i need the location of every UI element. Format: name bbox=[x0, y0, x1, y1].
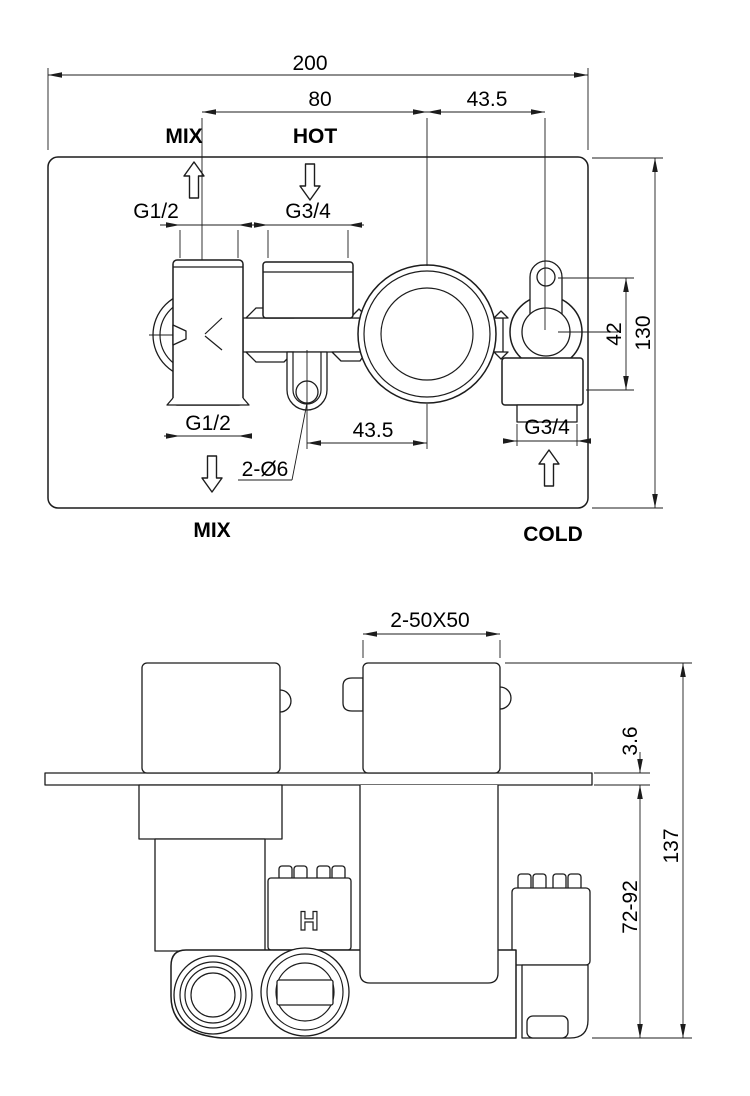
mounting-hole-top bbox=[536, 267, 556, 287]
side-view: H 2-50X50 3.6 bbox=[44, 609, 692, 1039]
cold-connection-block bbox=[511, 873, 591, 966]
wall-plate-side bbox=[44, 772, 593, 786]
body-foot-tab bbox=[526, 1015, 569, 1039]
dim-g12-top: G1/2 bbox=[133, 200, 252, 258]
hot-inlet-port bbox=[262, 261, 354, 319]
hot-flow-arrow-down bbox=[299, 163, 321, 201]
handle-stem-outer bbox=[138, 784, 283, 840]
dim-mounting-holes: 2-Ø6 bbox=[238, 402, 308, 481]
dim-130-label: 130 bbox=[632, 315, 655, 350]
dim-trim-plates: 2-50X50 bbox=[362, 609, 501, 658]
hot-marker-letter: H bbox=[299, 906, 319, 936]
mounting-ear-top bbox=[529, 260, 563, 321]
cold-port-stub bbox=[516, 404, 578, 423]
cold-flow-arrow-up bbox=[538, 449, 560, 487]
mix-port-end bbox=[173, 955, 253, 1035]
spindle-slot bbox=[276, 979, 334, 1006]
mix-outlet-block bbox=[166, 259, 250, 406]
dim-43-5-bottom-label: 43.5 bbox=[353, 419, 394, 442]
valve-body-side: H bbox=[138, 784, 591, 1039]
g34-bottom-label: G3/4 bbox=[524, 416, 570, 439]
hot-label: HOT bbox=[293, 125, 338, 148]
mix-top-label: MIX bbox=[165, 125, 202, 148]
dim-outlet-to-cartridge: 80 43.5 bbox=[201, 88, 546, 330]
dim-depth-range: 72-92 bbox=[592, 785, 692, 1039]
mix-bottom-label: MIX bbox=[193, 519, 230, 542]
dim-overall-width-label: 200 bbox=[292, 52, 327, 75]
right-box-detent bbox=[499, 686, 512, 710]
g12-top-label: G1/2 bbox=[133, 200, 179, 223]
dim-overall-width: 200 bbox=[47, 52, 589, 150]
dim-43-5-top-label: 43.5 bbox=[467, 88, 508, 111]
dim-g34-bottom: G3/4 bbox=[503, 416, 591, 446]
left-box-detent bbox=[279, 689, 292, 713]
g34-top-label: G3/4 bbox=[285, 200, 331, 223]
dim-overall-height: 130 bbox=[592, 157, 663, 509]
valve-sleeve bbox=[359, 785, 499, 984]
dim-g34-top: G3/4 bbox=[250, 200, 364, 258]
trim-plate-right bbox=[342, 662, 512, 774]
dim-g12-bottom: G1/2 bbox=[164, 412, 252, 439]
cartridge-circle bbox=[357, 264, 497, 404]
flow-arrows bbox=[183, 161, 560, 493]
dimensions-top-view: 200 80 43.5 G1/2 bbox=[47, 52, 663, 509]
top-view: 200 80 43.5 G1/2 bbox=[47, 52, 663, 546]
dim-ear-to-port: 42 bbox=[558, 277, 634, 391]
dim-2-50x50-label: 2-50X50 bbox=[390, 609, 469, 632]
trim-plate-left bbox=[141, 662, 292, 774]
dim-42-label: 42 bbox=[603, 322, 626, 345]
dim-3-6-label: 3.6 bbox=[619, 726, 642, 755]
cold-label: COLD bbox=[523, 523, 583, 546]
handle-stem-neck bbox=[154, 838, 266, 952]
cold-inlet-block bbox=[501, 357, 584, 423]
right-box-tab bbox=[342, 677, 364, 712]
dim-plate-thickness: 3.6 bbox=[594, 726, 650, 799]
dim-tab-to-cartridge: 43.5 bbox=[306, 350, 428, 449]
mounting-holes-label: 2-Ø6 bbox=[242, 458, 289, 481]
g12-bottom-label: G1/2 bbox=[185, 412, 231, 435]
dim-80-label: 80 bbox=[308, 88, 331, 111]
dim-overall-depth: 137 bbox=[505, 662, 692, 1038]
dim-137-label: 137 bbox=[660, 828, 683, 863]
mix-flow-arrow-down bbox=[201, 455, 223, 493]
mix-flow-arrow-up bbox=[183, 161, 205, 199]
dim-72-92-label: 72-92 bbox=[619, 880, 642, 934]
hot-connection-block bbox=[267, 865, 352, 951]
spindle-end bbox=[260, 947, 350, 1037]
dimensions-side-view: 2-50X50 3.6 72-92 bbox=[362, 609, 692, 1039]
